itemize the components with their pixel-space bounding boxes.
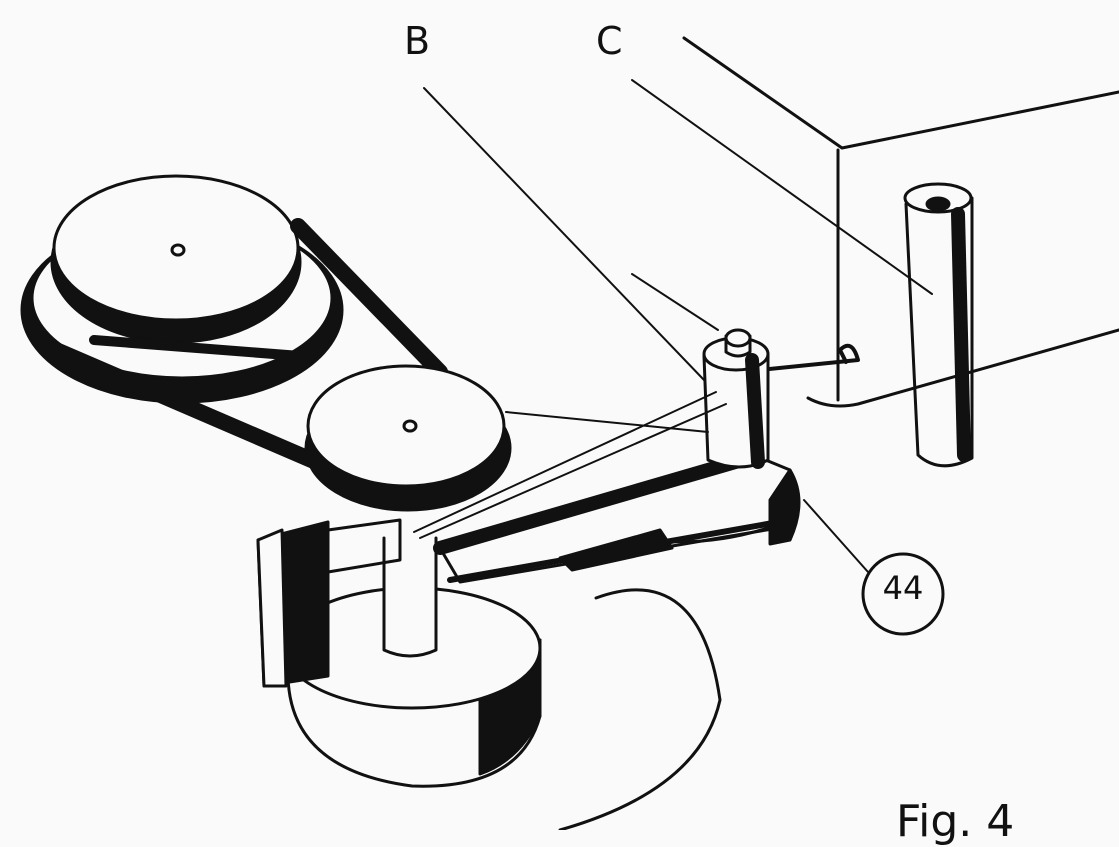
label-b: B: [404, 19, 431, 63]
tension-post: [702, 328, 770, 469]
spindle-post: [903, 182, 974, 468]
leader-line-44: [803, 499, 869, 573]
leader-line-c: [631, 79, 933, 295]
leader-line-b: [423, 87, 705, 381]
small-pulley: [304, 364, 512, 512]
leader-line-a: [631, 273, 719, 331]
mechanism-drawing: [20, 36, 1119, 830]
figure-caption: Fig. 4: [896, 796, 1015, 847]
large-pulley: [20, 174, 344, 404]
housing-outline: [682, 36, 1119, 408]
mounting-plate: [256, 518, 402, 688]
wire-hook: [758, 343, 860, 372]
swing-arm: [433, 449, 801, 830]
part-number-circle: [861, 552, 945, 636]
base-cylinder: [282, 536, 542, 788]
thread-strands: [413, 391, 727, 539]
part-number-label: 44: [882, 569, 924, 607]
label-c: C: [596, 19, 623, 63]
